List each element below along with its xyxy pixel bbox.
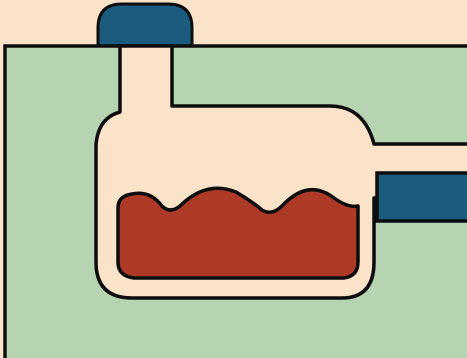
port — [375, 171, 467, 223]
contents — [116, 186, 360, 280]
cap — [96, 2, 194, 50]
